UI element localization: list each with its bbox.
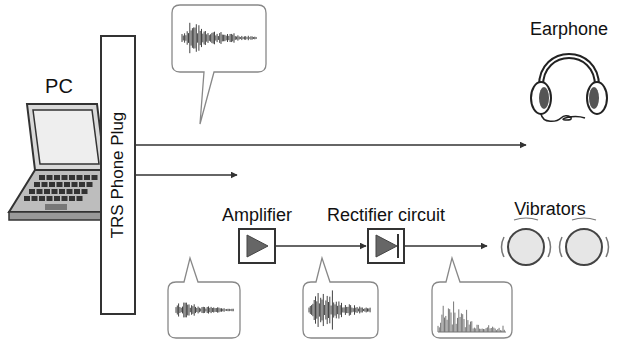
signal-arrow <box>136 144 526 146</box>
rectifier-block: Rectifier circuit <box>367 228 405 264</box>
callout-bubble <box>172 5 266 124</box>
earphone-icon-outline <box>527 42 611 122</box>
callout-bubble <box>432 258 512 338</box>
node-label: Earphone <box>530 19 608 39</box>
pc-icon: PC <box>5 100 113 228</box>
plug-label: TRS Phone Plug <box>108 112 128 239</box>
phone-plug: TRS Phone Plug <box>100 35 136 315</box>
amplifier-block: Amplifier <box>238 228 276 264</box>
earphone-icon: Earphone <box>527 42 611 122</box>
node-label: Amplifier <box>222 205 292 225</box>
amplifier-block-outline <box>238 228 276 264</box>
callout-bubble <box>303 258 378 338</box>
node-label: Rectifier circuit <box>327 205 445 225</box>
vibrators-icon: Vibrators <box>488 222 612 272</box>
signal-arrow <box>405 245 487 247</box>
pc-icon-outline <box>5 100 113 228</box>
waveform <box>176 23 506 332</box>
signal-arrow <box>136 174 237 176</box>
signal-arrow <box>276 245 366 247</box>
node-label: Vibrators <box>514 199 586 219</box>
rectifier-block-outline <box>367 228 405 264</box>
callout-bubble <box>168 258 240 338</box>
node-label: PC <box>45 75 73 97</box>
vibrators-icon-outline <box>488 222 612 272</box>
